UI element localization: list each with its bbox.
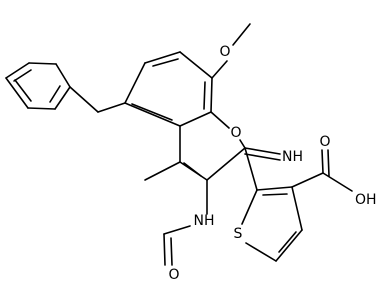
pyran-ring: O <box>179 111 246 181</box>
ring-oxygen-label: O <box>230 125 241 141</box>
acid-carbonyl-oxygen-label: O <box>319 134 330 150</box>
methoxy-group: O <box>211 23 251 79</box>
imine-group: NH <box>244 147 303 165</box>
amide-nh-label: NH <box>194 213 215 229</box>
thiophene-sulfur-label: S <box>234 226 243 242</box>
methoxy-oxygen-label: O <box>219 44 230 60</box>
carboxylic-acid-group: O OH <box>291 134 377 208</box>
methyl-bond <box>144 161 181 181</box>
methylene-linker <box>69 86 126 113</box>
formamide-group: NH O <box>163 179 215 283</box>
imine-label: NH <box>282 149 303 165</box>
acid-hydroxyl-label: OH <box>355 192 377 208</box>
benzyl-phenyl-ring <box>5 62 71 110</box>
thiophene-ring: S <box>234 147 303 262</box>
chromene-benzo-ring <box>124 51 213 127</box>
formyl-oxygen-label: O <box>168 267 179 283</box>
